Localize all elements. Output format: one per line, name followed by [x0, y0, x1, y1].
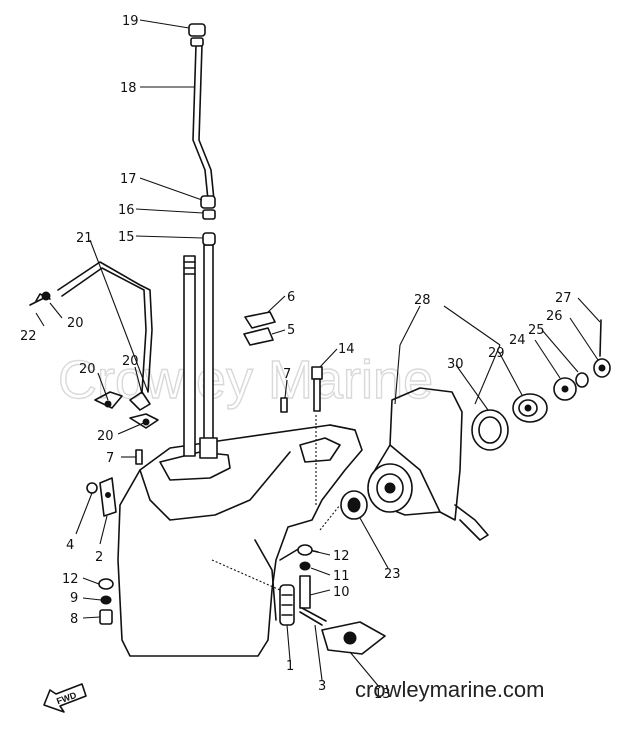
callout-4: 4 — [66, 538, 74, 553]
trim-tab-13 — [321, 621, 386, 655]
callout-24: 24 — [509, 333, 526, 348]
callout-10: 10 — [333, 585, 350, 600]
callout-26: 26 — [546, 309, 563, 324]
callout-17: 17 — [120, 172, 137, 187]
callout-22: 22 — [20, 329, 37, 344]
callout-7-top: 7 — [283, 367, 291, 382]
callout-13: 13 — [374, 687, 391, 702]
nut-11 — [299, 561, 311, 571]
callout-7-left: 7 — [106, 451, 114, 466]
grommet-17 — [200, 195, 216, 209]
callout-30: 30 — [447, 357, 464, 372]
callout-23: 23 — [384, 567, 401, 582]
nut-9 — [100, 595, 112, 605]
plate-5 — [243, 327, 274, 346]
cotter-pin-27 — [599, 319, 602, 357]
washer-12-left — [98, 578, 114, 590]
washer-4 — [86, 482, 98, 494]
callout-20-b: 20 — [79, 362, 96, 377]
callout-14: 14 — [338, 342, 355, 357]
propeller-28 — [367, 387, 489, 541]
callout-1: 1 — [286, 659, 294, 674]
cooling-tube — [57, 261, 153, 393]
bracket-2 — [99, 477, 117, 517]
callout-25: 25 — [528, 323, 545, 338]
hose-fitting-22 — [29, 291, 51, 306]
thrust-bushing-23 — [340, 490, 368, 520]
washer-29 — [512, 393, 548, 423]
callout-20-d: 20 — [97, 429, 114, 444]
washer-12-right — [297, 544, 313, 556]
callout-5: 5 — [287, 323, 295, 338]
callout-21: 21 — [76, 231, 93, 246]
callout-29: 29 — [488, 346, 505, 361]
screw-3 — [299, 607, 327, 626]
stud-10 — [299, 575, 311, 609]
spacer-30 — [471, 409, 509, 451]
water-tube — [192, 44, 215, 201]
bolt-14 — [311, 366, 323, 412]
fwd-direction-arrow: FWD — [43, 683, 87, 713]
callout-3: 3 — [318, 679, 326, 694]
site-mark: crowleymarine.com — [355, 677, 545, 702]
callout-15: 15 — [118, 230, 135, 245]
callout-12-right: 12 — [333, 549, 350, 564]
callout-12-left: 12 — [62, 572, 79, 587]
callout-16: 16 — [118, 203, 135, 218]
callout-18: 18 — [120, 81, 137, 96]
callout-6: 6 — [287, 290, 295, 305]
seal-16 — [202, 209, 216, 220]
grommet-15 — [202, 232, 216, 246]
bolt-8 — [99, 609, 113, 625]
callout-19: 19 — [122, 14, 139, 29]
plate-6 — [244, 311, 276, 329]
callout-20-a: 20 — [67, 316, 84, 331]
grommet-top — [188, 23, 206, 37]
water-screen-1 — [279, 584, 295, 626]
leader-lines — [35, 19, 601, 689]
pin-7-top — [280, 397, 288, 413]
callout-20-c: 20 — [122, 354, 139, 369]
callout-2: 2 — [95, 550, 103, 565]
callout-11: 11 — [333, 569, 350, 584]
watermark-text: Crowley Marine — [58, 350, 433, 410]
callout-8-left: 8 — [70, 612, 78, 627]
callout-28: 28 — [414, 293, 431, 308]
drive-shaft — [183, 255, 196, 457]
pin-7-left — [135, 449, 143, 465]
callout-9: 9 — [70, 591, 78, 606]
callout-labels: 19 18 17 16 15 21 20 22 20 20 20 7 6 5 1… — [20, 14, 572, 702]
washer-25 — [575, 372, 589, 388]
callout-27: 27 — [555, 291, 572, 306]
